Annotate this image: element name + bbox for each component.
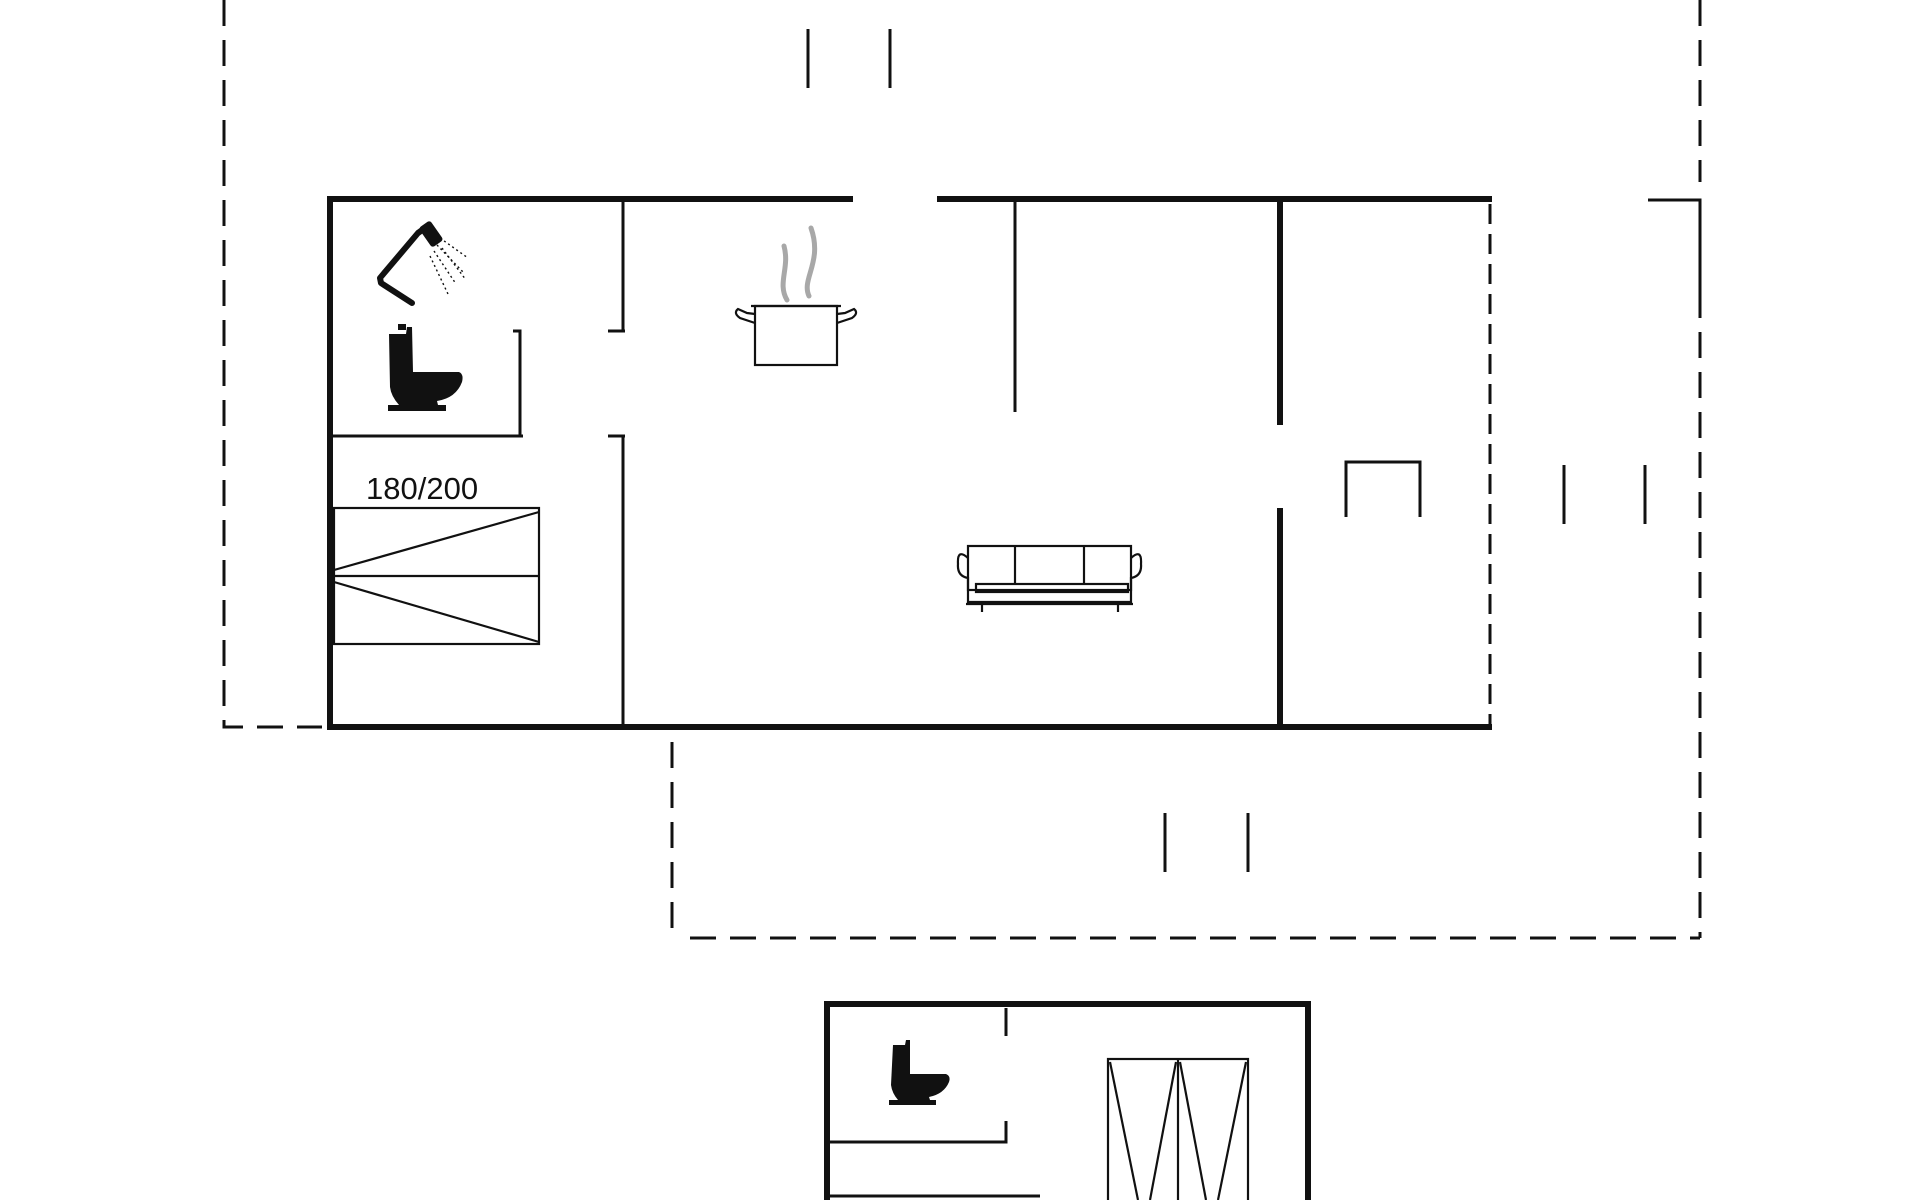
cooking-pot-icon [734, 225, 858, 367]
bunk-bed-icon [1106, 1057, 1250, 1200]
terrace-outline [222, 0, 1702, 940]
outdoor-marks [806, 29, 1647, 872]
shower-icon [377, 221, 469, 306]
toilet-icon [889, 1040, 950, 1105]
interior-walls [332, 202, 1422, 724]
toilet-icon [388, 324, 463, 411]
sofa-icon [956, 544, 1143, 612]
double-bed-icon: 180/200 [332, 471, 541, 646]
bed-size-label: 180/200 [366, 471, 478, 506]
annex-building [824, 1001, 1311, 1200]
main-house-walls [327, 196, 1492, 730]
